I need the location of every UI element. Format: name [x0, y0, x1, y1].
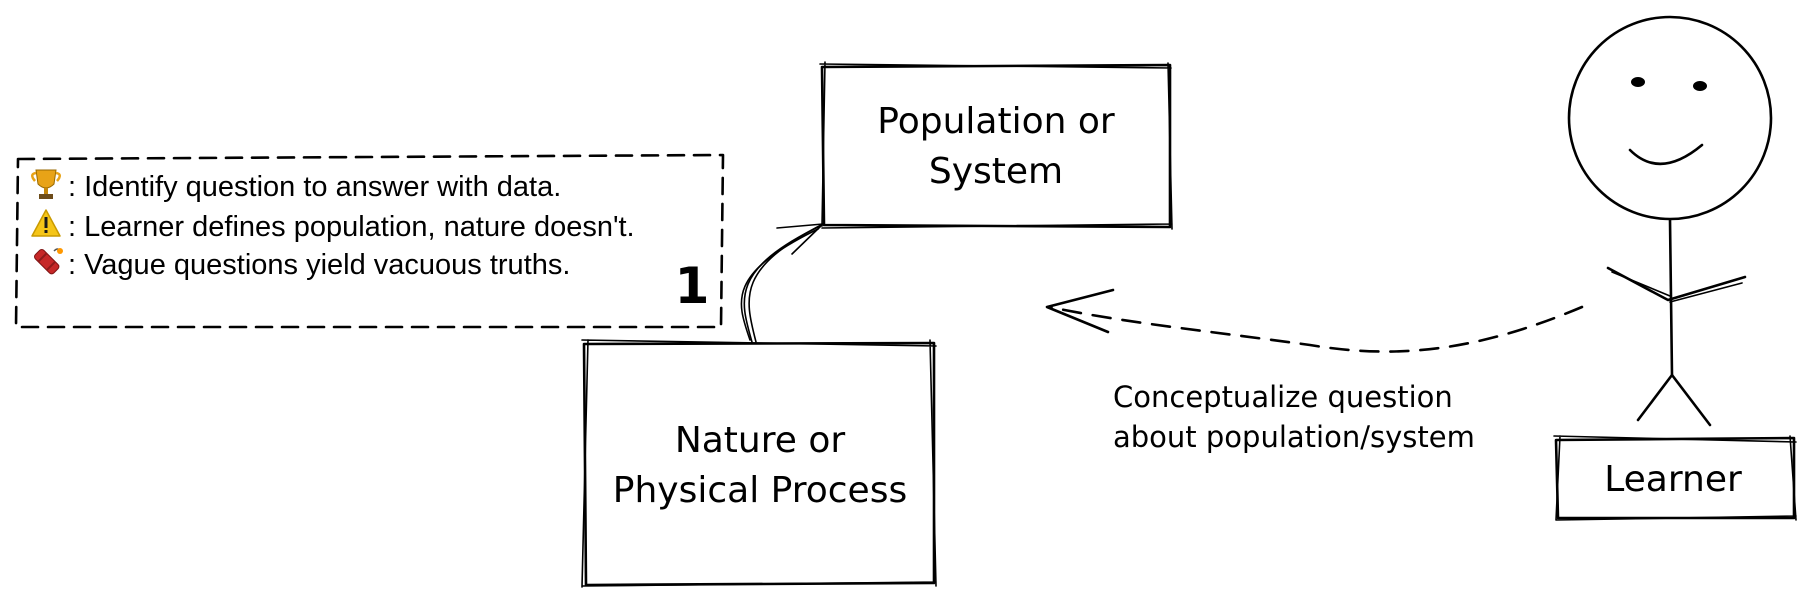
notes-box-border [14, 153, 725, 329]
learner-body [1668, 218, 1674, 377]
note-goal-text: : Identify question to answer with data. [68, 171, 561, 203]
learner-smile [1628, 143, 1704, 166]
learner-arms-sketch [1611, 271, 1743, 303]
learner-box-border-sketch [1553, 435, 1797, 521]
learner-left-eye [1631, 77, 1645, 87]
population-box-line1: Population or [877, 101, 1115, 142]
notes-box: : Identify question to answer with data.… [14, 153, 725, 329]
nature-box-line1: Nature or [675, 420, 846, 461]
learner-to-diagram-arrow [1045, 288, 1584, 353]
learner-label: Learner [1604, 459, 1742, 500]
note-danger-text: : Vague questions yield vacuous truths. [68, 249, 570, 281]
trophy-icon [31, 169, 61, 199]
warning-icon [31, 209, 61, 237]
population-box-line2: System [929, 151, 1063, 192]
note-warning-text: : Learner defines population, nature doe… [68, 211, 635, 243]
arrow-shaft-sketch-2 [740, 228, 819, 341]
arrow-caption-line1: Conceptualize question [1113, 380, 1453, 414]
learner-figure [1567, 15, 1773, 427]
population-system-box: Population or System [819, 61, 1173, 230]
nature-box-border-sketch [581, 339, 937, 588]
nature-box-border [582, 341, 936, 587]
population-box-border [820, 63, 1172, 229]
dashed-arrowhead [1045, 288, 1115, 334]
arrow-shaft [743, 225, 821, 343]
dashed-arrow-shaft [1048, 305, 1584, 353]
arrow-shaft-sketch [748, 223, 824, 343]
nature-process-box: Nature or Physical Process [581, 339, 937, 588]
learner-label-box: Learner [1553, 435, 1797, 521]
learner-arms [1606, 266, 1747, 302]
nature-to-population-arrow [740, 223, 824, 343]
arrowhead [776, 223, 824, 255]
arrow-caption-line2: about population/system [1113, 420, 1475, 454]
dynamite-icon [34, 248, 63, 275]
population-box-border-sketch [819, 61, 1173, 230]
nature-box-line2: Physical Process [613, 470, 907, 511]
step-number: 1 [675, 257, 710, 315]
learner-right-eye [1693, 81, 1707, 91]
learner-legs [1636, 373, 1712, 427]
learner-head [1567, 15, 1773, 221]
